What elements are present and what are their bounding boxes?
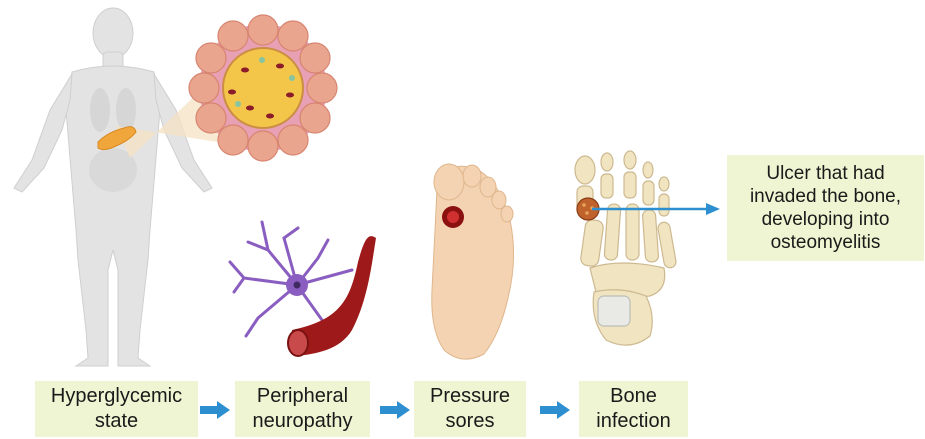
osteomyelitis-callout: Ulcer that had invaded the bone, develop… (727, 155, 924, 261)
foot-skeleton-icon (575, 151, 677, 345)
stage-label-sores: Pressure sores (430, 384, 510, 434)
human-body-icon (14, 8, 212, 366)
flow-arrow-icon (200, 401, 230, 419)
callout-label: Ulcer that had invaded the bone, develop… (750, 162, 901, 254)
flow-arrow-icon (540, 401, 570, 419)
stage-label-infection: Bone infection (596, 384, 671, 434)
stage-peripheral-neuropathy: Peripheral neuropathy (235, 381, 370, 437)
stage-label-neuropathy: Peripheral neuropathy (252, 384, 352, 434)
pressure-sore-icon (442, 206, 464, 228)
stage-hyperglycemic-state: Hyperglycemic state (35, 381, 198, 437)
stage-label-hyperglycemic: Hyperglycemic state (51, 384, 182, 434)
blood-vessel-icon (288, 236, 376, 356)
flow-arrow-icon (380, 401, 410, 419)
foot-sole-icon (432, 164, 514, 359)
stage-pressure-sores: Pressure sores (414, 381, 526, 437)
stage-bone-infection: Bone infection (579, 381, 688, 437)
